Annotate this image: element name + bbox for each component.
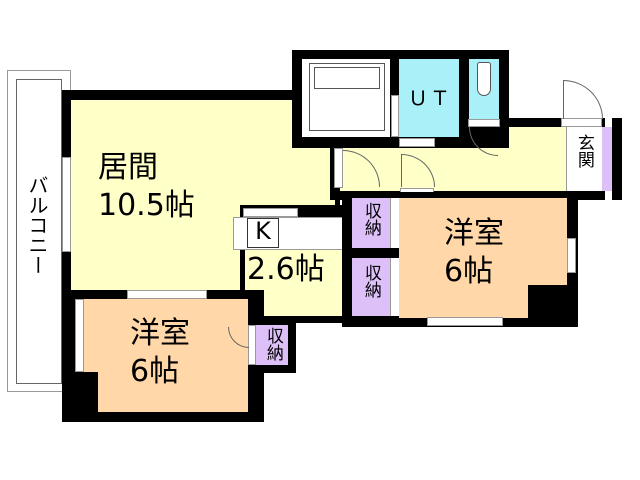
bathtub-basin [314, 67, 380, 89]
western-room-left-name: 洋室 [130, 316, 190, 351]
ut-door [399, 138, 435, 147]
western-room-right-name: 洋室 [444, 216, 504, 251]
storage-2-door [390, 258, 399, 316]
storage-3-label: 収納 [262, 327, 283, 361]
storage-1 [352, 198, 390, 248]
western-room-right-size: 6帖 [444, 254, 494, 289]
unit-bath-label: ＵＴ [408, 86, 452, 110]
entrance-door [561, 118, 602, 127]
balcony-label: バルコニー [25, 175, 49, 275]
left-room-pillar [62, 372, 98, 422]
kitchen-size: 2.6帖 [247, 252, 325, 287]
balcony-inner [16, 79, 62, 384]
left-room-window [127, 290, 207, 299]
window [62, 157, 71, 252]
right-room-window-bottom [427, 317, 503, 326]
shoe-closet [602, 127, 612, 191]
hall-door-frame [334, 148, 343, 188]
storage-3 [256, 325, 288, 365]
western-room-left [84, 299, 248, 412]
unit-bath [399, 59, 459, 137]
right-room-pillar [528, 285, 568, 320]
right-room-window-side [567, 238, 576, 273]
bath-door [391, 95, 399, 137]
storage-3-door [248, 325, 256, 365]
toilet-door [468, 119, 500, 127]
living-room-size: 10.5帖 [98, 188, 195, 223]
living-room-name: 居間 [98, 150, 158, 185]
left-room-side-frame [75, 299, 84, 372]
entrance-door-swing[interactable] [563, 80, 603, 119]
toilet-icon [477, 62, 491, 96]
kitchen-counter-top [243, 208, 298, 217]
entrance-label: 玄関 [573, 134, 594, 168]
storage-2-label: 収納 [360, 264, 381, 298]
entrance [566, 127, 606, 191]
storage-1-door [390, 198, 399, 248]
storage-1-label: 収納 [360, 202, 381, 236]
entrance-outer-wall [612, 118, 622, 200]
western-room-left-size: 6帖 [130, 354, 180, 389]
storage-2 [352, 258, 390, 316]
kitchen-letter: K [247, 218, 279, 248]
